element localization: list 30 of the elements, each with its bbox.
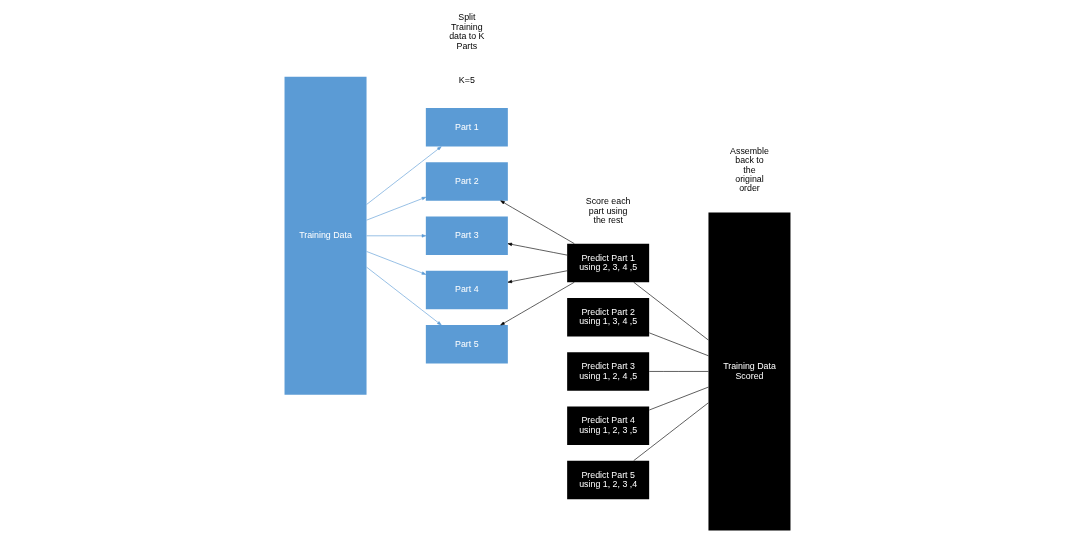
label: Score each part using the rest: [585, 196, 631, 225]
arrow: [507, 270, 568, 284]
arrow: [500, 200, 575, 244]
arrow: [507, 242, 568, 256]
node-box: Part 5: [425, 325, 508, 364]
label: Assemble back to the original order: [730, 145, 769, 194]
arrow: [366, 234, 427, 238]
arrow: [366, 251, 427, 275]
label: Split Training data to K Parts: [449, 12, 485, 51]
node-box: Predict Part 5 using 1, 2, 3 ,4: [567, 460, 650, 500]
connector: [633, 281, 709, 341]
connector: [649, 332, 709, 357]
node-box: Predict Part 4 using 1, 2, 3 ,5: [567, 406, 650, 445]
arrow: [366, 196, 427, 221]
label: K=5: [458, 74, 475, 85]
arrow: [366, 266, 442, 326]
connector: [649, 371, 709, 372]
node-box: Training Data Scored: [708, 212, 791, 531]
connector: [633, 402, 709, 461]
arrow: [500, 281, 575, 326]
node-box: Predict Part 2 using 1, 3, 4 ,5: [567, 297, 650, 337]
node-box: Part 3: [425, 216, 508, 256]
node-box: Part 4: [425, 270, 508, 310]
arrow: [366, 146, 442, 205]
node-box: Part 1: [425, 108, 508, 147]
node-box: Training Data: [284, 76, 367, 395]
connector: [649, 386, 709, 411]
node-box: Predict Part 1 using 2, 3, 4 ,5: [567, 243, 650, 283]
node-box: Predict Part 3 using 1, 2, 4 ,5: [567, 352, 650, 391]
node-box: Part 2: [425, 162, 508, 201]
